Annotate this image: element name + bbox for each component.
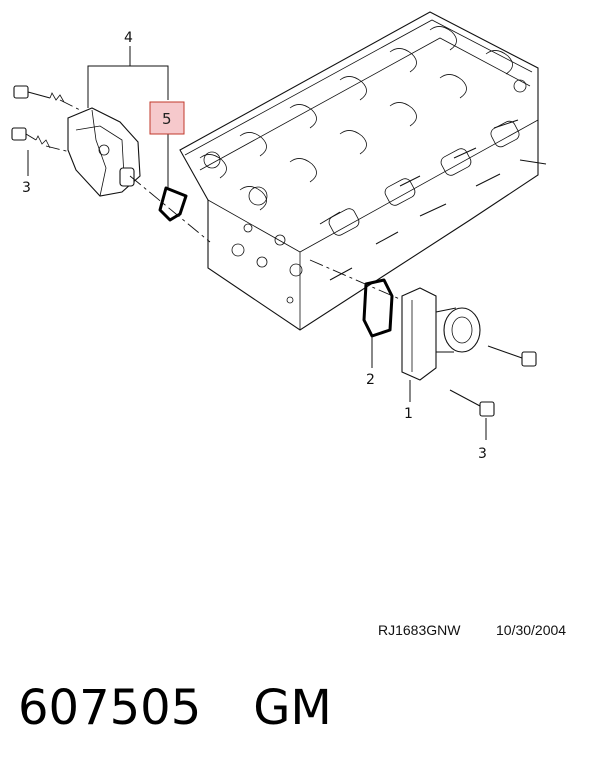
part-4-housing[interactable]: [67, 107, 141, 197]
drawing-code: RJ1683GNW: [378, 622, 461, 638]
callout-3-left: 3: [22, 180, 31, 196]
drawing-date: 10/30/2004: [496, 622, 566, 638]
part-3-bolt-right-upper[interactable]: [487, 345, 537, 367]
callout-1: 1: [404, 406, 413, 422]
brand-name: GM: [253, 680, 332, 736]
part-2-gasket[interactable]: [362, 278, 394, 338]
part-3-bolt-upper-left[interactable]: [13, 85, 65, 103]
studs: [319, 119, 547, 281]
callout-5: 5: [162, 110, 172, 128]
end-face-holes: [231, 223, 303, 304]
leader-lines: [27, 46, 487, 440]
cylinder-head: [179, 11, 547, 331]
part-5-gasket[interactable]: [158, 186, 188, 222]
part-number-line: 607505 GM: [18, 680, 332, 736]
part-number: 607505: [18, 680, 202, 736]
callout-3-right: 3: [478, 446, 487, 462]
camshaft-journals: [199, 26, 527, 211]
exhaust-ports: [328, 120, 520, 236]
callout-4: 4: [124, 30, 133, 46]
part-3-bolt-lower-left[interactable]: [11, 127, 51, 149]
callout-2: 2: [366, 372, 375, 388]
callout-5-highlight: [149, 101, 185, 135]
assembly-centerlines: [45, 99, 403, 301]
part-3-bolt-right-lower[interactable]: [449, 389, 495, 417]
part-1-outlet-housing[interactable]: [401, 287, 481, 381]
